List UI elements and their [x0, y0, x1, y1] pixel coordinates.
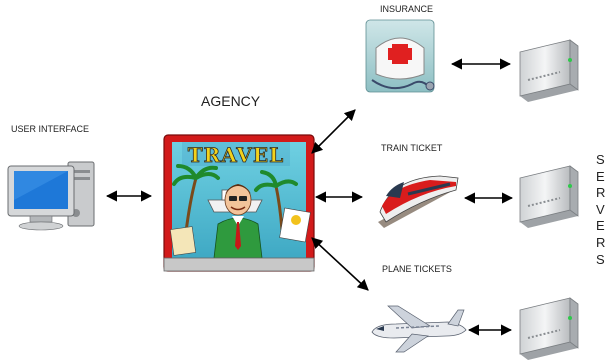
- side-letter: R: [596, 234, 606, 250]
- travel-agency-icon: TRAVEL: [163, 134, 315, 272]
- server-icon: [519, 297, 579, 360]
- insurance-label: INSURANCE: [380, 4, 434, 14]
- side-letter: E: [596, 218, 605, 234]
- train-icon: [378, 175, 459, 228]
- side-letter: E: [596, 168, 605, 184]
- train-ticket-label: TRAIN TICKET: [381, 143, 443, 153]
- servers-vertical-label: S E R V E R S: [596, 152, 605, 268]
- arrow-agency-insurance: [311, 109, 356, 154]
- user-computer-icon: [7, 161, 95, 231]
- side-letter: V: [596, 201, 605, 217]
- user-interface-label: USER INTERFACE: [11, 124, 90, 134]
- server-icon: [519, 165, 579, 228]
- side-letter: S: [596, 251, 605, 267]
- arrow-agency-plane: [311, 237, 369, 291]
- agency-label: AGENCY: [201, 93, 261, 109]
- agency-sign-text: TRAVEL: [188, 143, 284, 167]
- side-letter: R: [596, 185, 606, 201]
- server-icon: [519, 39, 579, 102]
- side-letter: S: [596, 152, 605, 167]
- plane-tickets-label: PLANE TICKETS: [382, 264, 452, 274]
- plane-icon: [371, 305, 467, 353]
- insurance-icon: [365, 19, 435, 93]
